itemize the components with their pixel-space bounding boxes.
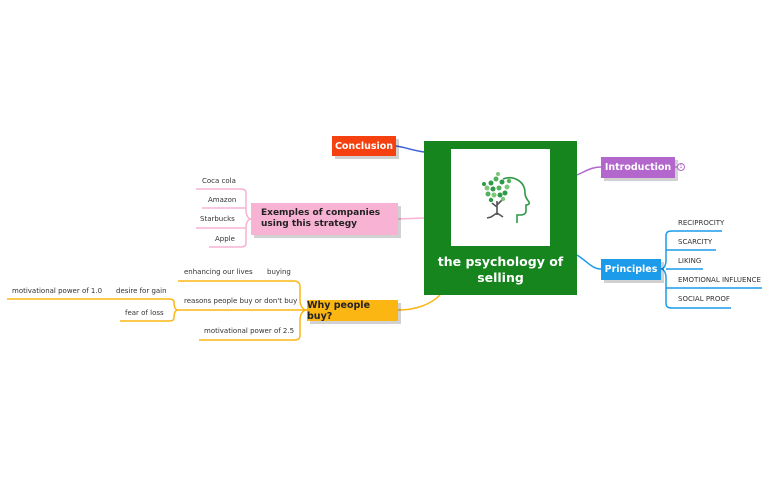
subtopic-scarcity[interactable]: SCARCITY [678,238,713,246]
subtopic-coca-cola[interactable]: Coca cola [202,177,236,185]
subtopic-buying[interactable]: buying [267,268,291,276]
note-badge[interactable]: 1 [677,163,685,171]
topic-why-people-buy[interactable]: Why people buy? [307,300,398,322]
topic-conclusion[interactable]: Conclusion [332,136,396,156]
subtopic-desire-for-gain[interactable]: desire for gain [116,287,167,295]
subtopic-reasons[interactable]: reasons people buy or don't buy [184,297,298,305]
topic-principles[interactable]: Principles [601,259,661,280]
subtopic-enhancing-our-lives[interactable]: enhancing our lives [184,268,253,276]
subtopic-liking[interactable]: LIKING [678,257,702,265]
subtopic-motivational-power-2-5[interactable]: motivational power of 2.5 [204,327,295,335]
central-topic[interactable]: the psychology of selling [424,141,577,295]
topic-exemples[interactable]: Exemples of companies using this strateg… [251,203,398,235]
subtopic-apple[interactable]: Apple [215,235,235,243]
subtopic-starbucks[interactable]: Starbucks [200,215,235,223]
subtopic-reciprocity[interactable]: RECIPROCITY [678,219,725,227]
topic-introduction[interactable]: Introduction [601,157,675,178]
subtopic-amazon[interactable]: Amazon [208,196,237,204]
subtopic-fear-of-loss[interactable]: fear of loss [125,309,164,317]
subtopic-social-proof[interactable]: SOCIAL PROOF [678,295,730,303]
central-image [451,149,550,246]
subtopic-motivational-power-1[interactable]: motivational power of 1.0 [12,287,103,295]
central-title: the psychology of selling [437,254,564,285]
tree-head-icon [482,172,531,223]
subtopic-emotional-influence[interactable]: EMOTIONAL INFLUENCE [678,276,761,284]
